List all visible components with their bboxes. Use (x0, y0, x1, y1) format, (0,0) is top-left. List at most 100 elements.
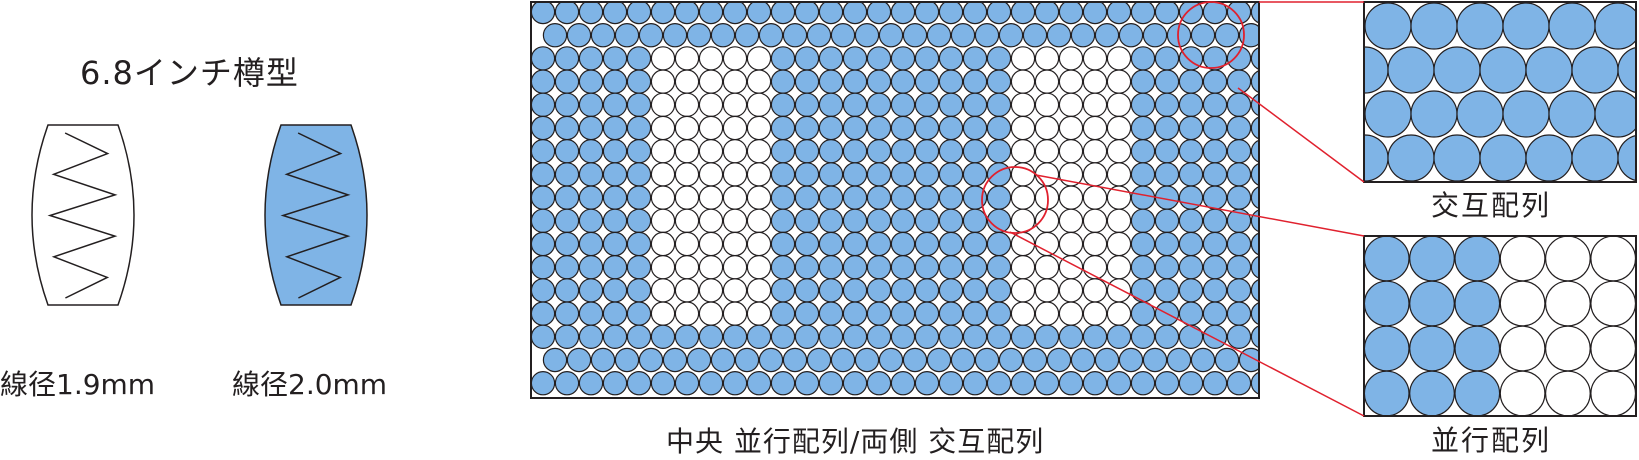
spring-coil-white (698, 185, 724, 210)
spring-coil-blue (770, 301, 796, 326)
spring-coil-blue (782, 23, 808, 48)
spring-coil-blue (578, 324, 604, 349)
spring-coil-blue (890, 324, 916, 349)
detail-parallel (1363, 235, 1637, 417)
spring-coil-blue (746, 324, 772, 349)
spring-coil-blue (902, 347, 928, 373)
spring-coil-blue (531, 278, 556, 303)
spring-coil-blue (986, 162, 1012, 187)
spring-coil-blue (842, 2, 868, 25)
spring-coil-blue (914, 231, 940, 257)
spring-coil-white (746, 69, 772, 94)
spring-coil-blue (626, 2, 652, 25)
spring-coil-blue (602, 208, 628, 233)
spring-coil-white (722, 231, 748, 257)
spring-coil-blue (854, 23, 880, 48)
spring-coil-blue (842, 185, 868, 210)
spring-coil-white (1082, 92, 1108, 118)
spring-coil-blue (531, 231, 556, 257)
spring-coil-blue (602, 324, 628, 349)
spring-coil-blue (531, 301, 556, 326)
spring-coil-white (746, 92, 772, 118)
spring-coil-blue (554, 138, 580, 164)
spring-coil-white (650, 231, 676, 257)
spring-coil-blue (1226, 69, 1252, 94)
spring-coil-blue (1094, 347, 1120, 373)
spring-coil-blue (890, 371, 916, 396)
spring-coil-blue (1166, 347, 1192, 373)
spring-coil-blue (1178, 92, 1204, 118)
spring-coil-blue (1617, 134, 1636, 182)
spring-coil-blue (842, 301, 868, 326)
spring-coil-blue (1130, 208, 1156, 233)
spring-coil-blue (1022, 347, 1048, 373)
spring-coil-blue (1178, 115, 1204, 141)
spring-coil-blue (914, 115, 940, 141)
spring-coil-blue (578, 162, 604, 187)
spring-coil-blue (626, 138, 652, 164)
spring-grid (531, 2, 1259, 396)
spring-coil-white (746, 115, 772, 141)
spring-coil-blue (578, 301, 604, 326)
spring-coil-white (1590, 280, 1637, 327)
spring-coil-blue (1154, 255, 1180, 280)
spring-coil-blue (986, 185, 1012, 210)
spring-coil-white (698, 231, 724, 257)
spring-coil-blue (531, 371, 556, 396)
spring-coil-blue (1364, 105, 1366, 123)
spring-coil-blue (1387, 134, 1435, 182)
spring-coil-blue (554, 324, 580, 349)
highlight-circle-staggered (1177, 1, 1245, 69)
spring-coil-blue (626, 92, 652, 118)
spring-coil-blue (998, 23, 1024, 48)
spring-coil-blue (1364, 17, 1366, 35)
spring-coil-blue (818, 208, 844, 233)
spring-coil-blue (602, 115, 628, 141)
highlights (981, 1, 1365, 417)
spring-coil-blue (531, 324, 556, 349)
spring-coil-blue (842, 92, 868, 118)
spring-coil-blue (866, 278, 892, 303)
staggered-caption: 交互配列 (1431, 189, 1552, 222)
spring-coil-white (650, 185, 676, 210)
spring-coil-white (1082, 185, 1108, 210)
spring-coil-white (1106, 208, 1132, 233)
spring-coil-white (722, 46, 748, 71)
spring-coil-blue (1226, 301, 1252, 326)
spring-coil-blue (794, 231, 820, 257)
spring-coil-blue (542, 347, 568, 373)
spring-coil-blue (770, 69, 796, 94)
spring-coil-blue (1250, 46, 1259, 70)
spring-coil-blue (818, 115, 844, 141)
spring-coil-blue (866, 92, 892, 118)
spring-coil-blue (938, 231, 964, 257)
spring-coil-blue (986, 115, 1012, 141)
spring-coil-white (698, 92, 724, 118)
spring-coil-blue (1571, 46, 1619, 94)
spring-coil-white (746, 231, 772, 257)
spring-coil-blue (818, 69, 844, 94)
spring-coil-blue (614, 23, 640, 48)
spring-coil-blue (698, 2, 724, 25)
spring-coil-blue (614, 347, 640, 373)
spring-coil-blue (1454, 280, 1501, 327)
spring-coil-blue (1154, 69, 1180, 94)
spring-coil-blue (662, 347, 688, 373)
spring-coil-blue (770, 371, 796, 396)
spring-coil-white (1010, 278, 1036, 303)
spring-coil-blue (986, 2, 1012, 25)
spring-coil-blue (1166, 23, 1192, 48)
spring-coil-blue (1202, 185, 1228, 210)
spring-coil-white (1034, 278, 1060, 303)
spring-coil-white (1082, 231, 1108, 257)
spring-coil-blue (1202, 278, 1228, 303)
spring-wire-2-0mm (264, 124, 368, 306)
spring-coil-blue (1409, 370, 1455, 417)
spring-coil-blue (626, 69, 652, 94)
spring-coil-blue (554, 255, 580, 280)
spring-coil-blue (794, 162, 820, 187)
spring-coil-blue (1454, 325, 1501, 372)
spring-coil-blue (986, 69, 1012, 94)
spring-coil-blue (1154, 162, 1180, 187)
spring-coil-white (1082, 138, 1108, 164)
